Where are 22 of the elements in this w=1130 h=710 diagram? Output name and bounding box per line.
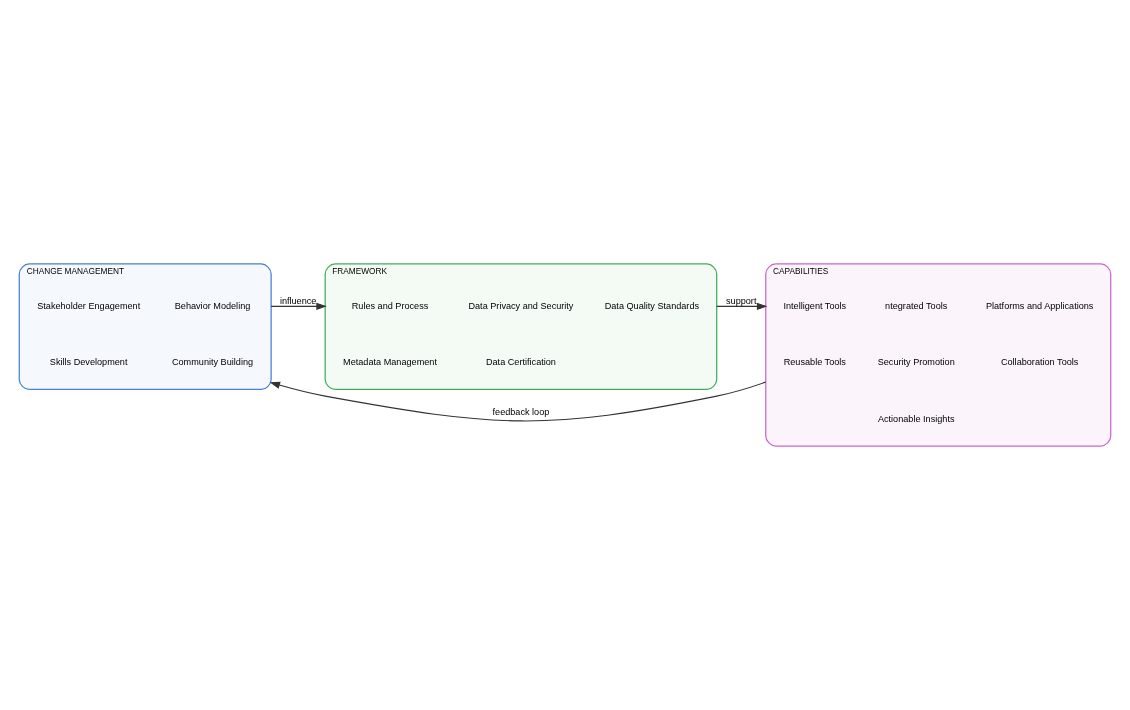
node-text: Data Quality Standards (604, 300, 700, 311)
node-text: Metadata Management (343, 357, 437, 368)
node-text: Data Certification (485, 357, 556, 368)
node-text: ntegrated Tools (885, 300, 948, 311)
node-text: Community Building (171, 357, 254, 368)
node-text: Intelligent Tools (783, 300, 847, 311)
node-text: Data Privacy and Security (468, 300, 574, 311)
node-text: Rules and Process (351, 300, 429, 311)
edge-label: support (726, 295, 757, 306)
node-text: Reusable Tools (783, 357, 846, 368)
node-text: Security Promotion (877, 357, 955, 368)
node-text: Collaboration Tools (1000, 357, 1079, 368)
node-text: Stakeholder Engagement (37, 300, 141, 311)
arrow (716, 302, 768, 311)
node-text: Actionable Insights (877, 413, 955, 424)
edge-label: influence (279, 295, 317, 306)
arrow (269, 381, 767, 422)
arrow (270, 302, 327, 311)
node-text: Skills Development (49, 357, 128, 368)
node-text: Behavior Modeling (174, 300, 251, 311)
edge-label: feedback loop (492, 407, 550, 418)
node-text: Platforms and Applications (985, 300, 1094, 311)
